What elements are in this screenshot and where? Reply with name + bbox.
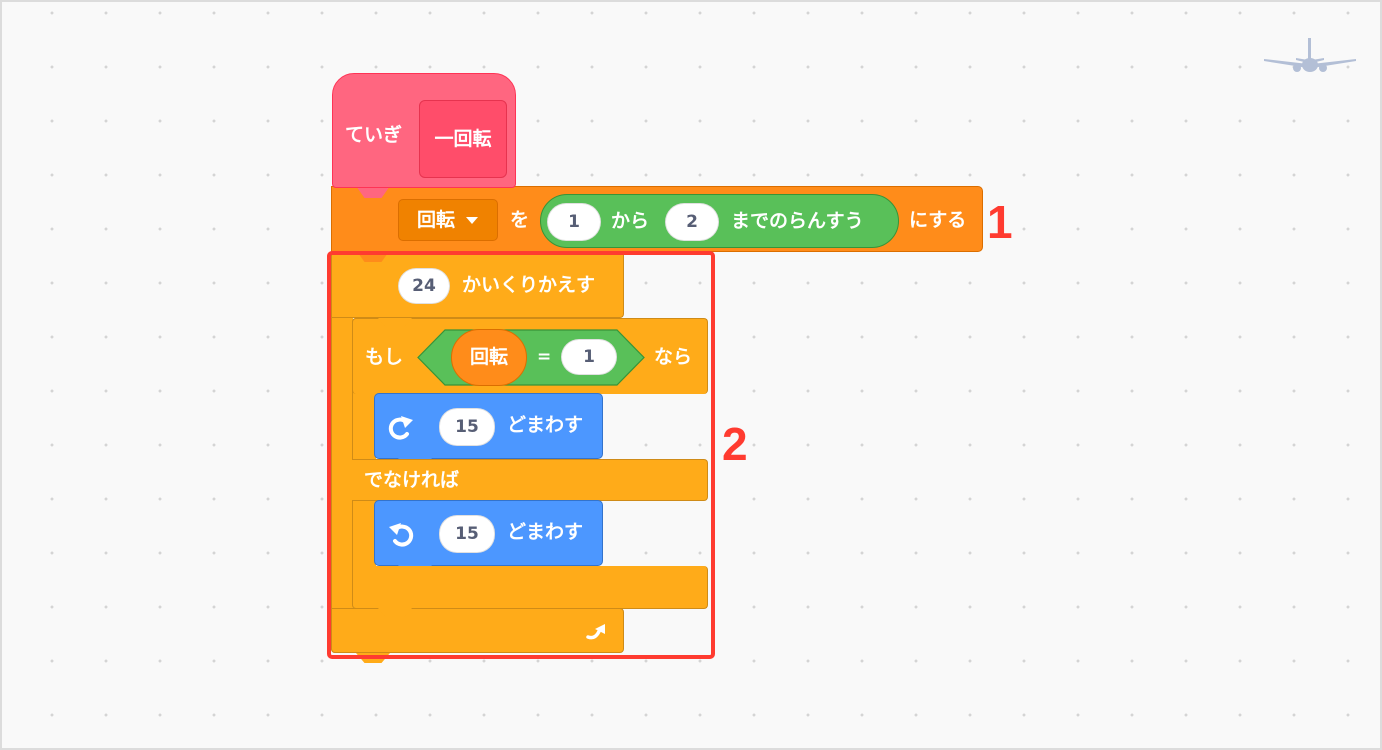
- turn-left-block[interactable]: 15 どまわす: [374, 500, 603, 566]
- if-else-footer[interactable]: [352, 566, 708, 609]
- turn-right-label: どまわす: [507, 414, 584, 436]
- triangle-down-icon: [466, 216, 478, 224]
- notch: [378, 318, 412, 328]
- notch: [356, 186, 390, 198]
- airplane-sprite-icon: [1264, 38, 1356, 72]
- if-block[interactable]: もし 回転 = 1 なら: [352, 318, 708, 394]
- custom-block-name: 一回転: [434, 127, 492, 150]
- annotation-label-1: 1: [987, 196, 1013, 248]
- turn-right-block[interactable]: 15 どまわす: [374, 393, 603, 459]
- equals-operator: =: [537, 347, 552, 367]
- repeat-label: かいくりかえす: [462, 274, 596, 296]
- random-to-label: までのらんすう: [731, 210, 864, 232]
- annotation-label-2: 2: [722, 418, 748, 470]
- condition-value-input[interactable]: 1: [561, 339, 617, 375]
- repeat-block-footer[interactable]: [331, 608, 624, 653]
- random-from-label: から: [611, 210, 650, 232]
- set-suffix-label: にする: [909, 209, 967, 231]
- notch: [378, 608, 412, 618]
- turn-right-degrees-input[interactable]: 15: [439, 408, 495, 446]
- random-to-input[interactable]: 2: [665, 203, 719, 241]
- random-from-input[interactable]: 1: [547, 203, 601, 241]
- variable-dropdown-value: 回転: [416, 208, 455, 231]
- pick-random-reporter[interactable]: 1 から 2 までのらんすう: [540, 194, 899, 248]
- rotate-counterclockwise-icon: [389, 523, 414, 547]
- turn-left-label: どまわす: [507, 521, 584, 543]
- repeat-count-input[interactable]: 24: [398, 268, 450, 304]
- then-label: なら: [654, 346, 693, 368]
- turn-left-degrees-input[interactable]: 15: [439, 515, 495, 553]
- set-to-label: を: [510, 209, 530, 231]
- repeat-block[interactable]: 24 かいくりかえす: [331, 250, 624, 318]
- define-hat-block[interactable]: ていぎ 一回転: [332, 73, 516, 188]
- loop-arrow-icon: [586, 623, 605, 639]
- else-label: でなければ: [364, 469, 460, 491]
- variable-dropdown[interactable]: 回転: [398, 199, 498, 241]
- set-variable-block[interactable]: 回転 を 1 から 2 までのらんすう にする: [331, 186, 983, 252]
- rotate-clockwise-icon: [388, 416, 413, 440]
- if-label: もし: [365, 346, 404, 368]
- highlight-box-2: [327, 251, 715, 659]
- condition-variable-reporter[interactable]: 回転: [451, 329, 527, 386]
- define-label: ていぎ: [345, 124, 403, 146]
- custom-block-prototype[interactable]: 一回転: [419, 100, 507, 178]
